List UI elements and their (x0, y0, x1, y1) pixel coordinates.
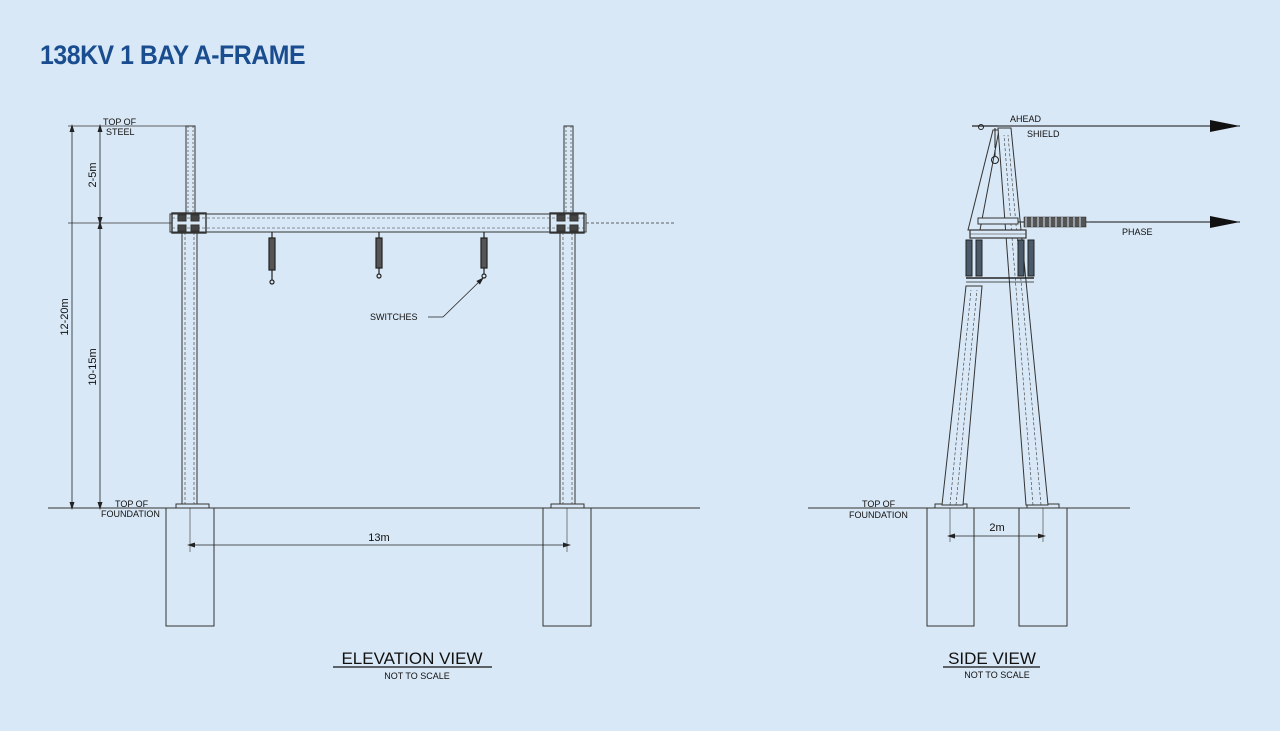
label-shield: SHIELD (1027, 129, 1060, 139)
side-leg-left (941, 129, 1000, 506)
switch-middle (375, 232, 383, 279)
side-label-top-of-foundation-1: TOP OF (862, 499, 896, 509)
side-shield-attachment (972, 124, 999, 164)
elevation-beam (169, 212, 587, 234)
label-top-of-steel-1: TOP OF (103, 117, 137, 127)
side-beam-crossarm (969, 217, 1027, 239)
side-leg-right (997, 127, 1049, 506)
side-phase-insulator (1018, 216, 1090, 228)
elevation-view (48, 124, 700, 668)
side-view (808, 120, 1240, 668)
dim-span: 13m (368, 532, 389, 544)
label-top-of-foundation-1: TOP OF (115, 499, 149, 509)
elevation-labels: TOP OF STEEL TOP OF FOUNDATION 12-20m 2-… (59, 117, 483, 681)
side-labels: AHEAD SHIELD PHASE TOP OF FOUNDATION 2m … (849, 114, 1153, 680)
side-switch-insulators (965, 239, 1035, 283)
elevation-view-note: NOT TO SCALE (384, 671, 450, 681)
side-view-note: NOT TO SCALE (964, 670, 1030, 680)
dim-beam-height: 10-15m (87, 348, 99, 385)
side-foundation-left (926, 503, 975, 627)
dim-top-section: 2-5m (87, 162, 99, 187)
label-top-of-steel-2: STEEL (106, 127, 135, 137)
elevation-column-right (559, 125, 576, 505)
side-view-title: SIDE VIEW (948, 649, 1036, 668)
switches-leader (428, 277, 484, 318)
dim-base: 2m (989, 522, 1004, 534)
label-ahead: AHEAD (1010, 114, 1042, 124)
switch-left (268, 232, 276, 285)
label-switches: SWITCHES (370, 312, 418, 322)
label-top-of-foundation-2: FOUNDATION (101, 509, 160, 519)
elevation-view-title: ELEVATION VIEW (341, 649, 482, 668)
drawing-title: 138KV 1 BAY A-FRAME (40, 40, 306, 70)
dim-overall-height: 12-20m (59, 298, 71, 335)
label-phase: PHASE (1122, 227, 1153, 237)
side-label-top-of-foundation-2: FOUNDATION (849, 510, 908, 520)
elevation-column-left (181, 125, 198, 505)
switch-right (480, 232, 488, 279)
